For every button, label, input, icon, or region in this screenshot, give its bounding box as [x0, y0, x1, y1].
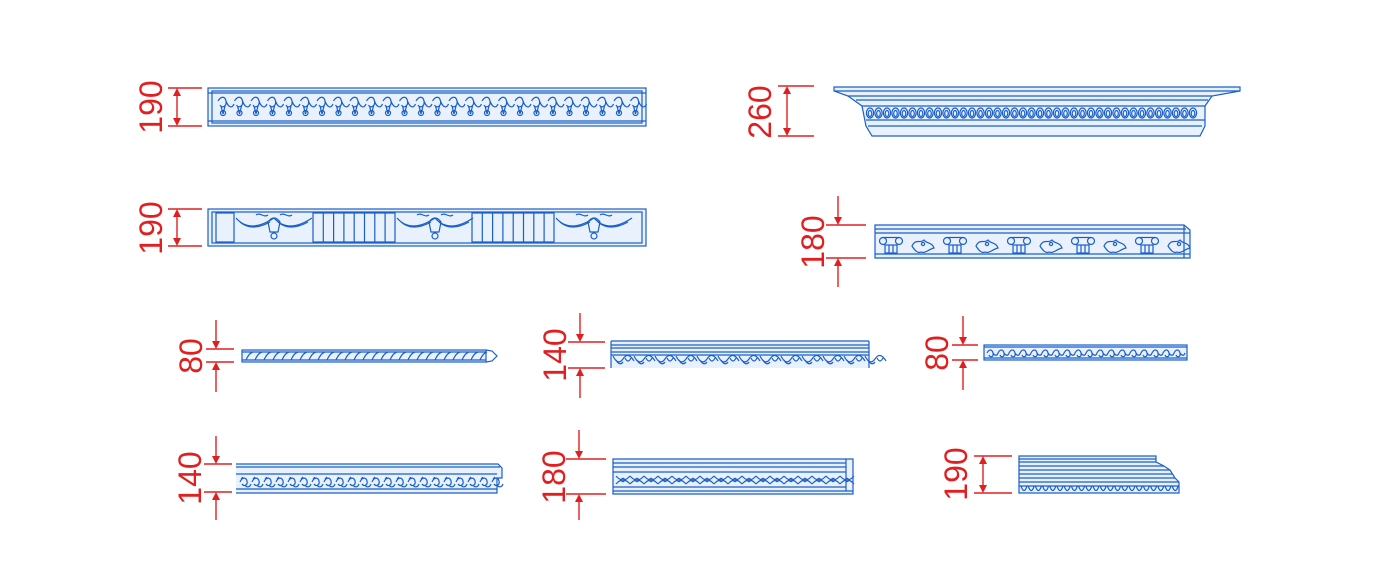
dimension-annotation: 80: [919, 316, 978, 390]
dimension-label: 80: [173, 338, 209, 374]
moulding-profile: [207, 208, 647, 247]
dimension-label: 190: [133, 201, 169, 254]
dimension-label: 260: [742, 85, 778, 138]
moulding-180-ionic-frieze: 180: [795, 196, 1191, 287]
dimension-label: 140: [537, 328, 573, 381]
moulding-profile: [610, 340, 887, 368]
dimension-label: 190: [938, 447, 974, 500]
moulding-80-vine-band: 80: [919, 316, 1188, 390]
dimension-annotation: 180: [536, 430, 606, 520]
moulding-profile: [1018, 455, 1180, 494]
moulding-profile: [207, 87, 648, 127]
dimension-annotation: 180: [795, 196, 866, 287]
moulding-profile: [236, 463, 504, 494]
dimension-annotation: 190: [133, 80, 202, 134]
dimension-annotation: 190: [133, 201, 202, 255]
dimension-annotation: 190: [938, 447, 1012, 501]
moulding-140-acanthus: 140: [537, 313, 887, 398]
dimension-annotation: 140: [537, 313, 605, 398]
dimension-annotation: 80: [173, 320, 234, 392]
moulding-180-guilloche: 180: [536, 430, 855, 520]
dimension-label: 180: [536, 450, 572, 503]
dimension-label: 180: [795, 215, 831, 268]
moulding-profile: [241, 349, 498, 363]
moulding-140-vine-scroll: 140: [172, 436, 504, 520]
moulding-profile: [612, 458, 855, 495]
moulding-80-rope: 80: [173, 320, 498, 392]
moulding-profile: [833, 86, 1241, 137]
dimension-label: 190: [133, 80, 169, 133]
moulding-190-swag-frieze: 190: [133, 201, 647, 255]
moulding-profile: [874, 224, 1191, 259]
dimension-annotation: 260: [742, 85, 814, 139]
moulding-190-scroll-frieze: 190: [133, 80, 648, 134]
dimension-label: 80: [919, 335, 955, 371]
dimension-annotation: 140: [172, 436, 232, 520]
moulding-190-stepped: 190: [938, 447, 1180, 501]
moulding-profile: [983, 344, 1188, 361]
dimension-label: 140: [172, 451, 208, 504]
moulding-260-cornice: 260: [742, 85, 1241, 139]
